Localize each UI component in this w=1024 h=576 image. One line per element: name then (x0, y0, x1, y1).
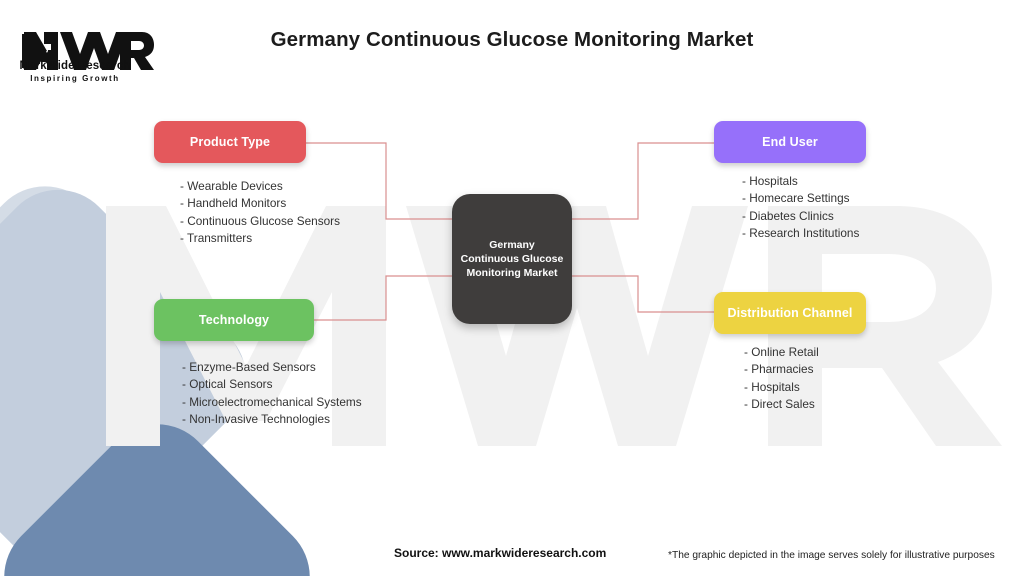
branch-node-label: Product Type (189, 135, 271, 149)
list-item: - Research Institutions (742, 226, 860, 241)
list-item: - Microelectromechanical Systems (182, 394, 362, 409)
list-item: - Online Retail (744, 345, 819, 359)
branch-items-distribution-channel: - Online Retail - Pharmacies - Hospitals… (744, 344, 819, 414)
list-item: - Direct Sales (744, 397, 815, 412)
disclaimer-note: *The graphic depicted in the image serve… (668, 550, 995, 561)
logo-tagline: Inspiring Growth (30, 74, 120, 83)
branch-node-label: Technology (198, 313, 270, 327)
list-item: - Optical Sensors (182, 377, 273, 392)
center-node-market[interactable]: Germany Continuous Glucose Monitoring Ma… (452, 194, 572, 324)
logo-company-name: MarkWide Research (19, 60, 131, 72)
list-item: - Pharmacies (744, 362, 814, 377)
center-node-label: Germany Continuous Glucose Monitoring Ma… (460, 239, 564, 279)
branch-node-label: End User (762, 135, 818, 149)
list-item: - Transmitters (180, 231, 253, 246)
list-item: - Enzyme-Based Sensors (182, 360, 316, 374)
page-title: Germany Continuous Glucose Monitoring Ma… (270, 28, 754, 51)
source-credit: Source: www.markwideresearch.com (394, 546, 607, 560)
brand-logo (14, 20, 154, 92)
branch-items-end-user: - Hospitals - Homecare Settings - Diabet… (742, 173, 859, 243)
list-item: - Wearable Devices (180, 179, 283, 193)
branch-items-technology: - Enzyme-Based Sensors - Optical Sensors… (182, 359, 362, 429)
branch-node-technology[interactable]: Technology (154, 299, 314, 341)
branch-items-product-type: - Wearable Devices - Handheld Monitors -… (180, 178, 340, 248)
list-item: - Homecare Settings (742, 191, 850, 206)
list-item: - Hospitals (742, 174, 798, 188)
branch-node-label: Distribution Channel (727, 306, 853, 320)
list-item: - Handheld Monitors (180, 196, 287, 211)
branch-node-product-type[interactable]: Product Type (154, 121, 306, 163)
list-item: - Hospitals (744, 379, 800, 394)
list-item: - Diabetes Clinics (742, 208, 834, 223)
branch-node-end-user[interactable]: End User (714, 121, 866, 163)
branch-node-distribution-channel[interactable]: Distribution Channel (714, 292, 866, 334)
list-item: - Non-Invasive Technologies (182, 412, 330, 427)
list-item: - Continuous Glucose Sensors (180, 213, 340, 228)
